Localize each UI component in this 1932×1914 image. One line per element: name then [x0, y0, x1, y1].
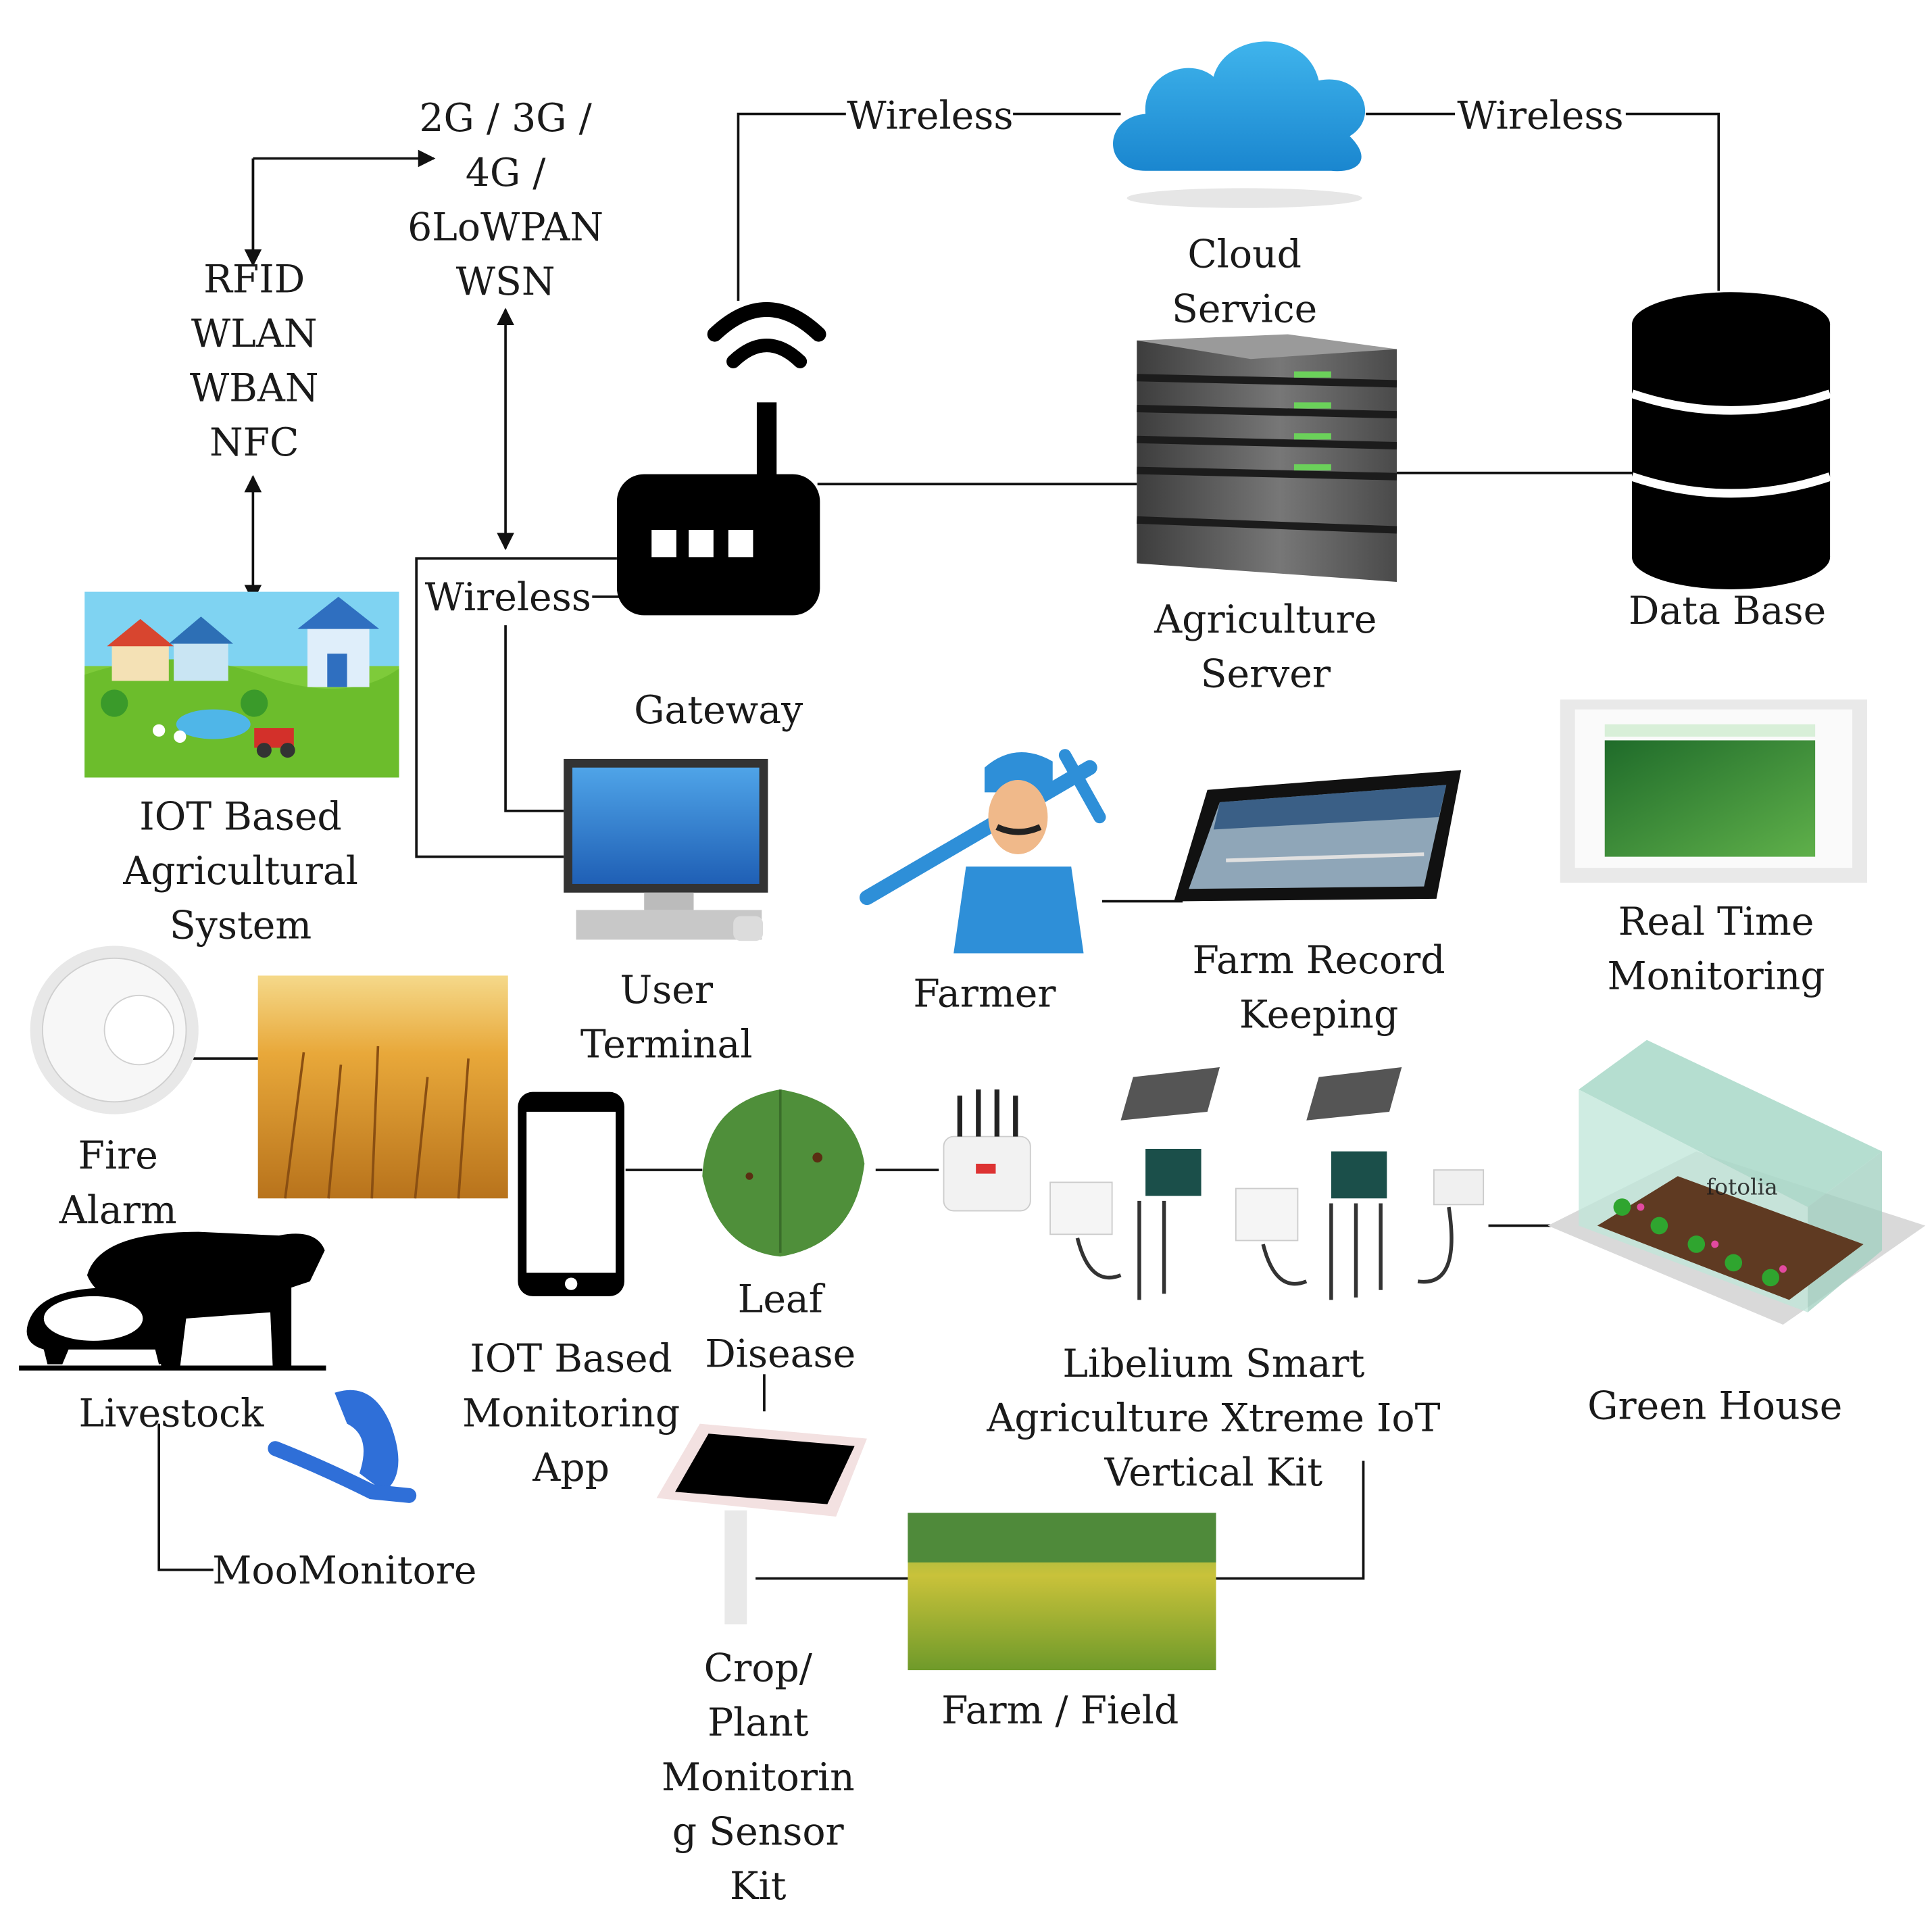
label-rfid: RFID	[203, 257, 305, 301]
cloud-icon	[1113, 41, 1366, 208]
label-wlan: WLAN	[191, 312, 318, 356]
label-wireless-3: Wireless	[425, 575, 591, 620]
label-greenhouse: Green House	[1587, 1383, 1842, 1428]
leaf-icon	[702, 1089, 865, 1257]
label-farm-record-1: Farm Record	[1192, 938, 1445, 983]
label-terminal-1: User	[620, 968, 714, 1012]
label-app-3: App	[532, 1446, 610, 1490]
arrow-lines	[244, 149, 514, 602]
label-leaf-2: Disease	[705, 1331, 856, 1376]
label-cloud-1: Cloud	[1187, 232, 1302, 277]
connector-lines	[157, 112, 1720, 1580]
label-nfc: NFC	[209, 420, 299, 465]
label-wireless-1: Wireless	[847, 94, 1013, 139]
label-farm-field: Farm / Field	[941, 1688, 1179, 1733]
fire-alarm-icon	[30, 946, 199, 1114]
greenhouse-illustration: fotolia	[1547, 1039, 1926, 1325]
text-labels: RFID WLAN WBAN NFC 2G / 3G / 4G / 6LoWPA…	[59, 94, 1843, 1909]
moomonitor-collar-icon	[268, 1390, 417, 1503]
label-app-2: Monitoring	[462, 1391, 680, 1436]
label-crop-kit-3: Monitorin	[662, 1755, 855, 1800]
label-2g-3g: 2G / 3G /	[419, 96, 592, 141]
gateway-router-icon	[616, 301, 826, 616]
smartphone-icon	[518, 1091, 624, 1296]
label-farmer: Farmer	[913, 971, 1056, 1016]
label-wban: WBAN	[190, 366, 319, 411]
label-iot-system-1: IOT Based	[139, 794, 342, 839]
label-wsn: WSN	[456, 260, 555, 304]
tablet-icon	[1174, 770, 1462, 902]
label-crop-kit-2: Plant	[708, 1700, 809, 1745]
laptop-monitoring-icon	[1560, 699, 1868, 883]
livestock-silhouette-icon	[19, 1231, 326, 1371]
farmer-illustration	[859, 749, 1106, 954]
label-crop-kit-4: g Sensor	[672, 1809, 845, 1854]
label-wireless-2: Wireless	[1457, 94, 1623, 139]
label-app-1: IOT Based	[470, 1337, 672, 1381]
label-6lowpan: 6LoWPAN	[407, 205, 603, 249]
label-farm-record-2: Keeping	[1239, 992, 1398, 1037]
label-terminal-2: Terminal	[580, 1022, 753, 1066]
label-fire-alarm-1: Fire	[78, 1133, 158, 1178]
label-database: Data Base	[1629, 589, 1826, 633]
label-livestock: Livestock	[79, 1391, 264, 1436]
label-realtime-2: Monitoring	[1607, 954, 1825, 999]
wheat-field-photo	[257, 975, 508, 1199]
label-4g: 4G /	[466, 151, 547, 195]
label-iot-system-2: Agricultural	[122, 849, 358, 893]
farm-field-photo	[908, 1513, 1216, 1671]
server-rack-icon	[1137, 334, 1397, 582]
desktop-computer-icon	[564, 758, 768, 941]
label-libelium-2: Agriculture Xtreme IoT	[986, 1396, 1440, 1441]
label-libelium-3: Vertical Kit	[1104, 1450, 1323, 1495]
label-moomonitor: MooMonitore	[212, 1548, 476, 1593]
libelium-sensor-kit-icon	[943, 1067, 1485, 1300]
label-server-1: Agriculture	[1154, 597, 1377, 642]
label-realtime-1: Real Time	[1618, 900, 1814, 944]
label-server-2: Server	[1201, 652, 1331, 697]
crop-sensor-kit-icon	[656, 1423, 867, 1625]
label-cloud-2: Service	[1172, 287, 1317, 331]
iot-farm-illustration	[84, 591, 399, 778]
label-fire-alarm-2: Alarm	[59, 1188, 177, 1233]
label-iot-system-3: System	[170, 904, 312, 948]
watermark-text: fotolia	[1706, 1174, 1778, 1200]
label-libelium-1: Libelium Smart	[1062, 1342, 1364, 1386]
label-leaf-1: Leaf	[738, 1277, 826, 1322]
label-gateway: Gateway	[634, 688, 803, 733]
label-crop-kit-1: Crop/	[704, 1646, 813, 1691]
label-crop-kit-5: Kit	[730, 1864, 787, 1909]
database-icon	[1630, 292, 1832, 589]
